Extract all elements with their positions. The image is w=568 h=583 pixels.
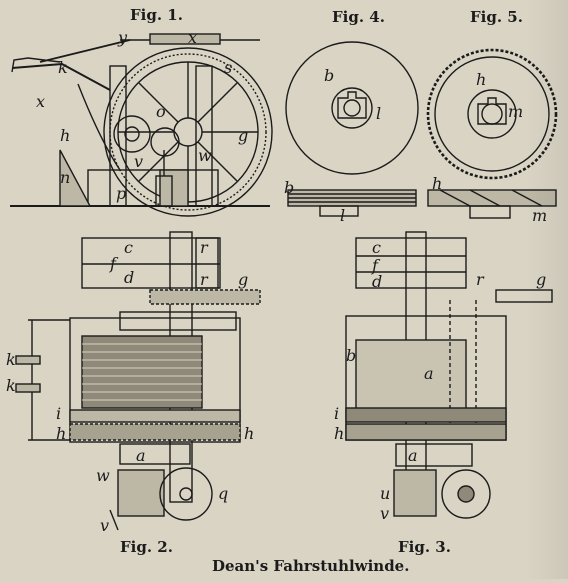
- fig2-title: Fig. 2.: [120, 538, 173, 556]
- fig5-drawing: [426, 48, 558, 219]
- fig4-label-l: l: [376, 104, 382, 123]
- fig2-label-r: r: [200, 238, 208, 257]
- fig3-label-a2: a: [408, 446, 418, 465]
- fig1-label-g: g: [238, 126, 249, 145]
- fig2-label-h: h: [56, 424, 67, 443]
- fig3-drawing: [345, 231, 553, 519]
- fig2-label-a: a: [136, 446, 146, 465]
- fig2-label-k2: k: [6, 376, 16, 395]
- fig1-label-y: y: [118, 28, 128, 47]
- page-edge-shadow: [526, 0, 568, 579]
- fig2-label-f: f: [110, 254, 116, 273]
- fig2-label-c: c: [124, 238, 133, 257]
- fig2-label-r2: r: [200, 270, 208, 289]
- fig1-label-w: w: [198, 146, 212, 165]
- fig5-title: Fig. 5.: [470, 8, 523, 26]
- fig3-label-f: f: [372, 256, 378, 275]
- fig3-label-c: c: [372, 238, 381, 257]
- fig2-label-i: i: [56, 404, 62, 423]
- fig5-label-h2: h: [432, 174, 443, 193]
- fig4-label-l2: l: [340, 206, 346, 225]
- fig3-label-g: g: [536, 270, 546, 289]
- fig1-label-v: v: [134, 152, 144, 171]
- fig1-label-k: k: [58, 58, 68, 77]
- fig2-label-q: q: [218, 484, 229, 503]
- fig1-label-o: o: [156, 102, 166, 121]
- fig3-title: Fig. 3.: [398, 538, 451, 556]
- fig2-label-h2: h: [244, 424, 255, 443]
- fig5-label-h: h: [476, 70, 487, 89]
- fig3-label-r: r: [476, 270, 484, 289]
- fig5-label-m: m: [508, 102, 524, 121]
- fig4-drawing: [285, 41, 419, 217]
- fig2-label-d: d: [124, 268, 135, 287]
- fig3-label-v: v: [380, 504, 390, 523]
- fig3-label-a: a: [424, 364, 434, 383]
- fig4-label-b: b: [324, 66, 335, 85]
- fig4-label-b2: b: [284, 178, 295, 197]
- fig3-label-d: d: [372, 272, 383, 291]
- fig1-drawing: [10, 33, 273, 217]
- fig1-label-p: p: [116, 184, 127, 203]
- fig4-title: Fig. 4.: [332, 8, 385, 26]
- fig2-drawing: [15, 231, 261, 531]
- fig3-label-i: i: [334, 404, 340, 423]
- fig3-label-h: h: [334, 424, 345, 443]
- fig2-label-w: w: [96, 466, 110, 485]
- fig1-label-x2: x: [36, 92, 46, 111]
- fig1-title: Fig. 1.: [130, 6, 183, 24]
- fig1-label-x: x: [188, 28, 198, 47]
- fig5-label-m2: m: [532, 206, 547, 225]
- fig2-label-v: v: [100, 516, 110, 535]
- fig1-label-s: s: [224, 58, 233, 77]
- fig2-label-k: k: [6, 350, 16, 369]
- plate-caption: Dean's Fahrstuhlwinde.: [212, 557, 410, 575]
- fig1-label-h: h: [60, 126, 71, 145]
- fig1-label-n: n: [60, 168, 71, 187]
- fig2-label-g: g: [238, 270, 249, 289]
- fig3-label-b: b: [346, 346, 357, 365]
- fig3-label-u: u: [380, 484, 391, 503]
